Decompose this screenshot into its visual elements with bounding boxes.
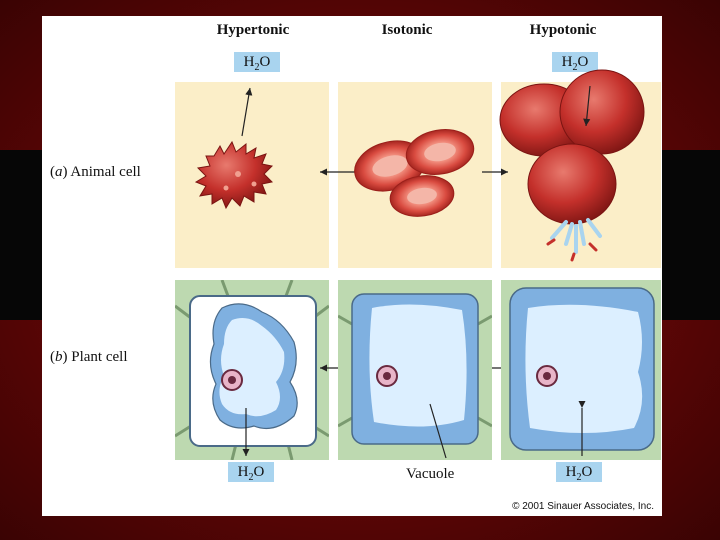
crenated-red-cell [194,140,274,210]
normal-red-cells [354,129,475,217]
copyright-notice: © 2001 Sinauer Associates, Inc. [512,501,654,512]
row-label-animal: (a) Animal cell [50,164,141,180]
plasmolyzed-plant-cell [175,280,329,460]
cells-illustration [175,69,661,460]
h2o-label-bottom-hypotonic: H2O [556,462,602,483]
h2o-label-bottom-hypertonic: H2O [228,462,274,483]
vacuole-pointer [429,403,447,459]
header-hypotonic: Hypotonic [529,22,597,38]
water-out-arrow [241,87,253,137]
row-label-plant: (b) Plant cell [50,349,128,365]
diagram-slide: Hypertonic Isotonic Hypotonic H2O H2O (a… [42,16,662,516]
header-isotonic: Isotonic [381,22,433,38]
water-in-arrow-animal [583,85,591,127]
vacuole-label: Vacuole [406,466,455,482]
header-hypertonic: Hypertonic [216,22,290,38]
h2o-label-top-hypertonic: H2O [234,52,280,73]
h2o-label-top-hypotonic: H2O [552,52,598,73]
lysing-red-cells [499,69,645,262]
turgid-plant-cell [501,280,661,460]
flaccid-plant-cell [338,280,492,460]
